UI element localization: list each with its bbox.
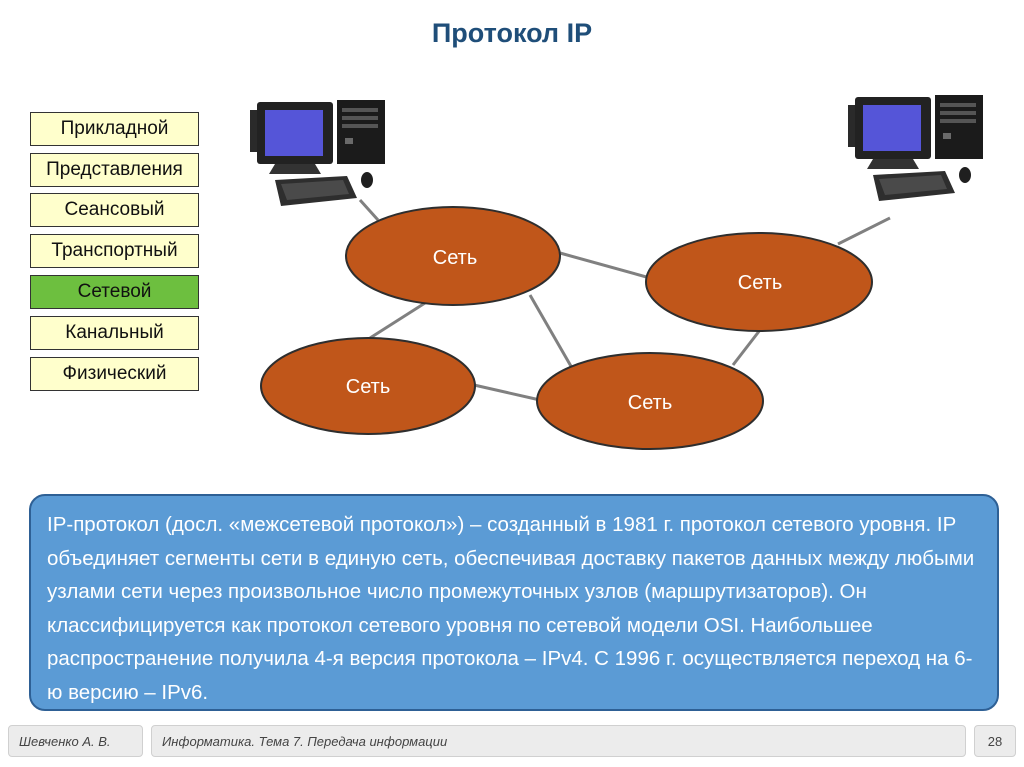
network-node-label: Сеть xyxy=(628,392,672,414)
link-net3-net4 xyxy=(473,383,541,402)
footer-author: Шевченко А. В. xyxy=(8,725,143,757)
page-number: 28 xyxy=(974,725,1016,757)
computer-icon xyxy=(250,100,385,206)
network-node-2 xyxy=(645,232,873,332)
slide-title: Протокол IP xyxy=(431,18,593,48)
description-box: IP-протокол (досл. «межсетевой протокол»… xyxy=(29,494,999,711)
network-node-label: Сеть xyxy=(738,272,782,294)
network-node-3 xyxy=(260,337,476,435)
osi-layer-session: Сеансовый xyxy=(30,193,199,227)
osi-layer-physical: Физический xyxy=(30,357,199,391)
footer-course: Информатика. Тема 7. Передача информации xyxy=(151,725,966,757)
network-node-label: Сеть xyxy=(433,247,477,269)
network-node-label: Сеть xyxy=(346,376,390,398)
osi-layer-datalink: Канальный xyxy=(30,316,199,350)
link-net1-net3 xyxy=(369,301,426,340)
link-net1-net4 xyxy=(528,294,574,369)
link-pc2-net2 xyxy=(837,216,891,246)
osi-layer-transport: Транспортный xyxy=(30,234,199,268)
computer-icon xyxy=(848,95,983,201)
network-node-4 xyxy=(536,352,764,450)
link-net2-net4 xyxy=(731,329,762,366)
osi-layer-network: Сетевой xyxy=(30,275,199,309)
link-net1-net2 xyxy=(559,251,651,280)
osi-layer-presentation: Представления xyxy=(30,153,199,187)
osi-layer-application: Прикладной xyxy=(30,112,199,146)
network-node-1 xyxy=(345,206,561,306)
link-pc1-net1 xyxy=(358,198,380,222)
